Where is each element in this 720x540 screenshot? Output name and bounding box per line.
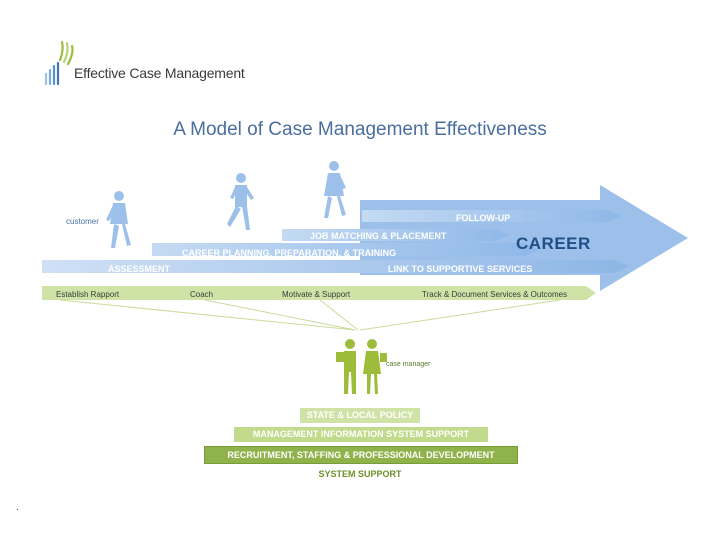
label-career: CAREER — [516, 234, 591, 253]
customer-figure-2 — [227, 173, 254, 230]
case-manager-figures — [336, 339, 387, 394]
activity-coach: Coach — [190, 290, 214, 299]
case-manager-label: case manager — [386, 361, 431, 368]
logo-text: Effective Case Management — [74, 65, 245, 81]
activity-motivate-support: Motivate & Support — [282, 290, 351, 299]
customer-figure-1 — [106, 191, 131, 248]
connector-lines — [59, 299, 561, 331]
activity-track-document: Track & Document Services & Outcomes — [422, 290, 568, 299]
support-mis: MANAGEMENT INFORMATION SYSTEM SUPPORT — [234, 427, 488, 442]
label-job-matching: JOB MATCHING & PLACEMENT — [310, 231, 447, 241]
band-job-matching — [282, 229, 509, 241]
logo — [40, 38, 76, 88]
band-follow-up — [362, 210, 622, 222]
activity-establish-rapport: Establish Rapport — [56, 290, 120, 299]
label-assessment: ASSESSMENT — [108, 264, 171, 274]
support-state-policy: STATE & LOCAL POLICY — [300, 408, 420, 423]
customer-figure-3 — [324, 161, 346, 218]
footer-mark: . — [16, 502, 19, 513]
logo-icon — [44, 40, 74, 86]
customer-label: customer — [66, 217, 99, 226]
label-follow-up: FOLLOW-UP — [456, 213, 511, 223]
band-activities — [42, 286, 596, 300]
support-system-label: SYSTEM SUPPORT — [318, 469, 402, 479]
band-career-planning — [152, 243, 539, 256]
page-title: A Model of Case Management Effectiveness — [173, 119, 547, 140]
label-career-planning: CAREER PLANNING, PREPARATION, & TRAINING — [182, 248, 397, 258]
support-recruitment: RECRUITMENT, STAFFING & PROFESSIONAL DEV… — [204, 446, 518, 464]
career-arrow-diagram — [42, 185, 688, 300]
band-assessment — [42, 260, 629, 273]
label-link-services: LINK TO SUPPORTIVE SERVICES — [388, 264, 533, 274]
